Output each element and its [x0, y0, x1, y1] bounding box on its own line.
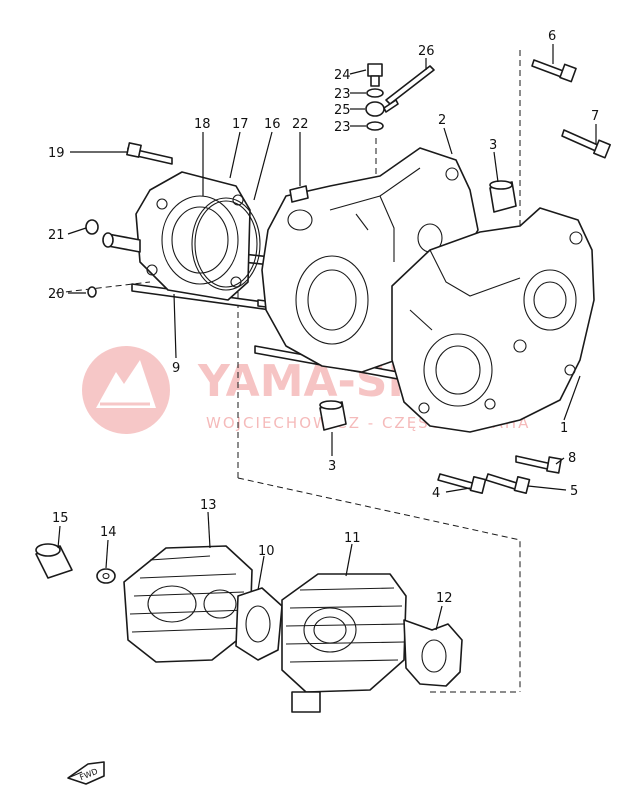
callout-4: 4 — [432, 486, 440, 501]
callout-26: 26 — [418, 44, 435, 59]
callout-24: 24 — [334, 68, 351, 83]
cover-gasket-o-ring — [191, 197, 261, 291]
callout-13: 13 — [200, 498, 217, 513]
callout-23-upper: 23 — [334, 87, 351, 102]
callout-labels: 26 24 23 25 23 6 7 18 17 16 22 2 3 19 1 … — [48, 29, 599, 606]
callout-21: 21 — [48, 228, 65, 243]
forward-direction-mark: FWD — [67, 761, 105, 785]
callout-25: 25 — [334, 103, 351, 118]
bolt-5 — [485, 473, 531, 495]
washer-14 — [96, 568, 116, 584]
callout-9: 9 — [172, 361, 180, 376]
callout-6: 6 — [548, 29, 556, 44]
bolt-19 — [126, 142, 173, 165]
bolt-6 — [531, 59, 577, 83]
callout-8: 8 — [568, 451, 576, 466]
o-ring-20 — [87, 286, 97, 298]
bolt-7 — [561, 129, 611, 159]
callout-16: 16 — [264, 117, 281, 132]
callout-15: 15 — [52, 511, 69, 526]
watermark-logo — [82, 346, 170, 434]
washer-23-upper — [366, 88, 384, 98]
cap-15 — [35, 543, 73, 579]
callout-20: 20 — [48, 287, 65, 302]
callout-12: 12 — [436, 591, 453, 606]
oil-union-25 — [365, 99, 399, 117]
callout-10: 10 — [258, 544, 275, 559]
cylinder-head-13 — [123, 545, 253, 663]
cylinder-11 — [281, 573, 407, 713]
bolt-4 — [437, 473, 487, 495]
crankcase-left-half — [261, 147, 479, 373]
leader-lines — [57, 44, 597, 631]
oil-pipe-26 — [385, 65, 435, 105]
callout-19: 19 — [48, 146, 65, 161]
callout-17: 17 — [232, 117, 249, 132]
callout-22: 22 — [292, 117, 309, 132]
dowel-3-lower — [319, 400, 347, 431]
cover-shaft-fitting — [102, 232, 141, 253]
dowel-22 — [289, 185, 309, 203]
callout-7: 7 — [591, 109, 599, 124]
callout-11: 11 — [344, 531, 361, 546]
dowel-3-upper — [489, 180, 517, 213]
o-ring-21 — [85, 219, 99, 235]
washer-23-lower — [366, 121, 384, 131]
callout-18: 18 — [194, 117, 211, 132]
callout-2: 2 — [438, 113, 446, 128]
callout-3-lower: 3 — [328, 459, 336, 474]
callout-5: 5 — [570, 484, 578, 499]
callout-23-lower: 23 — [334, 120, 351, 135]
bolt-8 — [515, 455, 562, 474]
head-gasket-10 — [235, 587, 283, 661]
callout-14: 14 — [100, 525, 117, 540]
union-bolt-24 — [367, 63, 383, 87]
crankcase-right-half — [391, 207, 595, 433]
callout-3-upper: 3 — [489, 138, 497, 153]
callout-1: 1 — [560, 421, 568, 436]
exhaust-gasket-12 — [403, 619, 463, 687]
